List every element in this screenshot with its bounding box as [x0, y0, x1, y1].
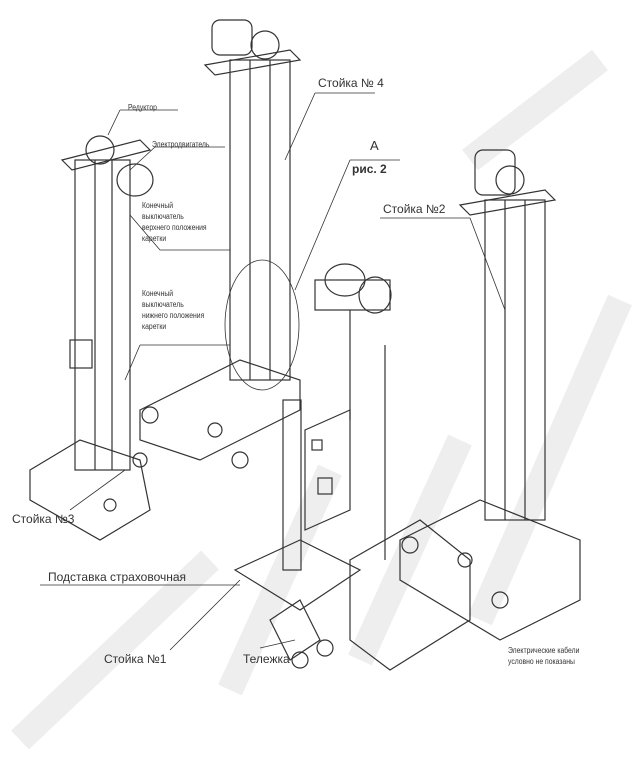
post-1: [314, 263, 471, 671]
label-line: Конечный: [142, 289, 174, 298]
label-post-4: Стойка № 4: [318, 76, 384, 90]
label-post-3: Стойка №3: [12, 512, 75, 526]
label-figure: рис. 2: [352, 162, 387, 176]
label-safety-stand: Подставка страховочная: [48, 570, 187, 584]
post-4: [139, 19, 302, 469]
label-line: каретки: [142, 322, 167, 331]
label-motor: Электродвигатель: [152, 140, 210, 149]
label-upper-limit-switch: Конечный выключатель верхнего положения …: [142, 200, 207, 244]
leader-lines: [40, 92, 506, 651]
label-detail-a: А: [370, 138, 379, 153]
label-line: нижнего положения: [142, 311, 205, 320]
label-reducer: Редуктор: [128, 103, 157, 112]
note-cables-not-shown: Электрические кабели условно не показаны: [508, 645, 579, 667]
label-line: выключатель: [142, 300, 184, 309]
note-line: Электрические кабели: [508, 646, 580, 655]
label-trolley: Тележка: [243, 652, 290, 666]
note-line: условно не показаны: [508, 657, 575, 666]
safety-stand-with-trolley: [233, 399, 362, 669]
label-post-2: Стойка №2: [383, 202, 446, 216]
label-line: верхнего положения: [142, 223, 207, 232]
label-line: Конечный: [142, 201, 174, 210]
label-post-1: Стойка №1: [104, 652, 167, 666]
label-line: каретки: [142, 234, 167, 243]
label-lower-limit-switch: Конечный выключатель нижнего положения к…: [142, 288, 204, 332]
watermark: [11, 49, 632, 750]
post-3: [29, 135, 154, 541]
post-2: [399, 149, 581, 641]
label-line: выключатель: [142, 212, 184, 221]
